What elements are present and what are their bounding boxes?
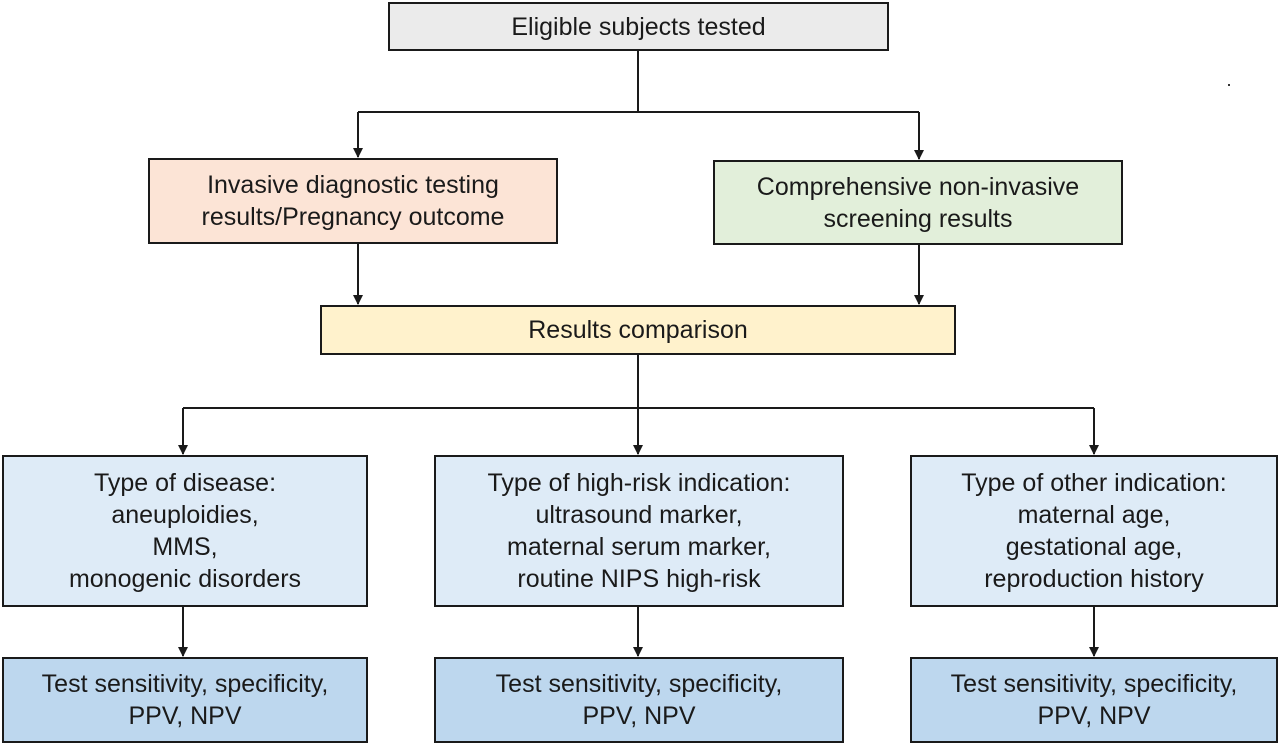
- metrics-line-2: PPV, NPV: [582, 702, 696, 730]
- eligible-subjects-label: Eligible subjects tested: [511, 12, 766, 41]
- invasive-testing-box: Invasive diagnostic testing results/Preg…: [148, 158, 558, 244]
- high-risk-indication-line-4: routine NIPS high-risk: [517, 565, 761, 593]
- results-comparison-box: Results comparison: [320, 305, 956, 355]
- other-indication-line-1: Type of other indication:: [961, 469, 1227, 497]
- metrics-line-1: Test sensitivity, specificity,: [41, 670, 329, 698]
- results-comparison-label: Results comparison: [528, 316, 748, 344]
- other-indication-line-2: maternal age,: [1017, 501, 1171, 529]
- high-risk-indication-line-1: Type of high-risk indication:: [487, 469, 791, 497]
- high-risk-indication-box: Type of high-risk indication: ultrasound…: [434, 455, 844, 607]
- metrics-line-2: PPV, NPV: [128, 702, 242, 730]
- other-indication-box: Type of other indication: maternal age, …: [910, 455, 1278, 607]
- metrics-box-high-risk: Test sensitivity, specificity, PPV, NPV: [434, 657, 844, 743]
- stray-dot: [1228, 84, 1230, 86]
- invasive-testing-line-1: Invasive diagnostic testing: [207, 171, 499, 199]
- metrics-box-disease: Test sensitivity, specificity, PPV, NPV: [2, 657, 368, 743]
- metrics-line-2: PPV, NPV: [1037, 702, 1151, 730]
- disease-type-line-3: MMS,: [152, 533, 218, 561]
- other-indication-line-3: gestational age,: [1005, 533, 1183, 561]
- disease-type-line-1: Type of disease:: [93, 469, 277, 497]
- non-invasive-screening-box: Comprehensive non-invasive screening res…: [713, 160, 1123, 245]
- high-risk-indication-line-3: maternal serum marker,: [507, 533, 771, 561]
- metrics-box-other: Test sensitivity, specificity, PPV, NPV: [910, 657, 1278, 743]
- high-risk-indication-line-2: ultrasound marker,: [535, 501, 743, 529]
- invasive-testing-line-2: results/Pregnancy outcome: [201, 203, 505, 231]
- other-indication-line-4: reproduction history: [984, 565, 1204, 593]
- disease-type-box: Type of disease: aneuploidies, MMS, mono…: [2, 455, 368, 607]
- metrics-line-1: Test sensitivity, specificity,: [495, 670, 783, 698]
- non-invasive-screening-line-2: screening results: [823, 204, 1013, 233]
- disease-type-line-2: aneuploidies,: [111, 501, 259, 529]
- non-invasive-screening-line-1: Comprehensive non-invasive: [756, 172, 1080, 201]
- disease-type-line-4: monogenic disorders: [68, 565, 302, 593]
- metrics-line-1: Test sensitivity, specificity,: [950, 670, 1238, 698]
- eligible-subjects-box: Eligible subjects tested: [388, 2, 889, 51]
